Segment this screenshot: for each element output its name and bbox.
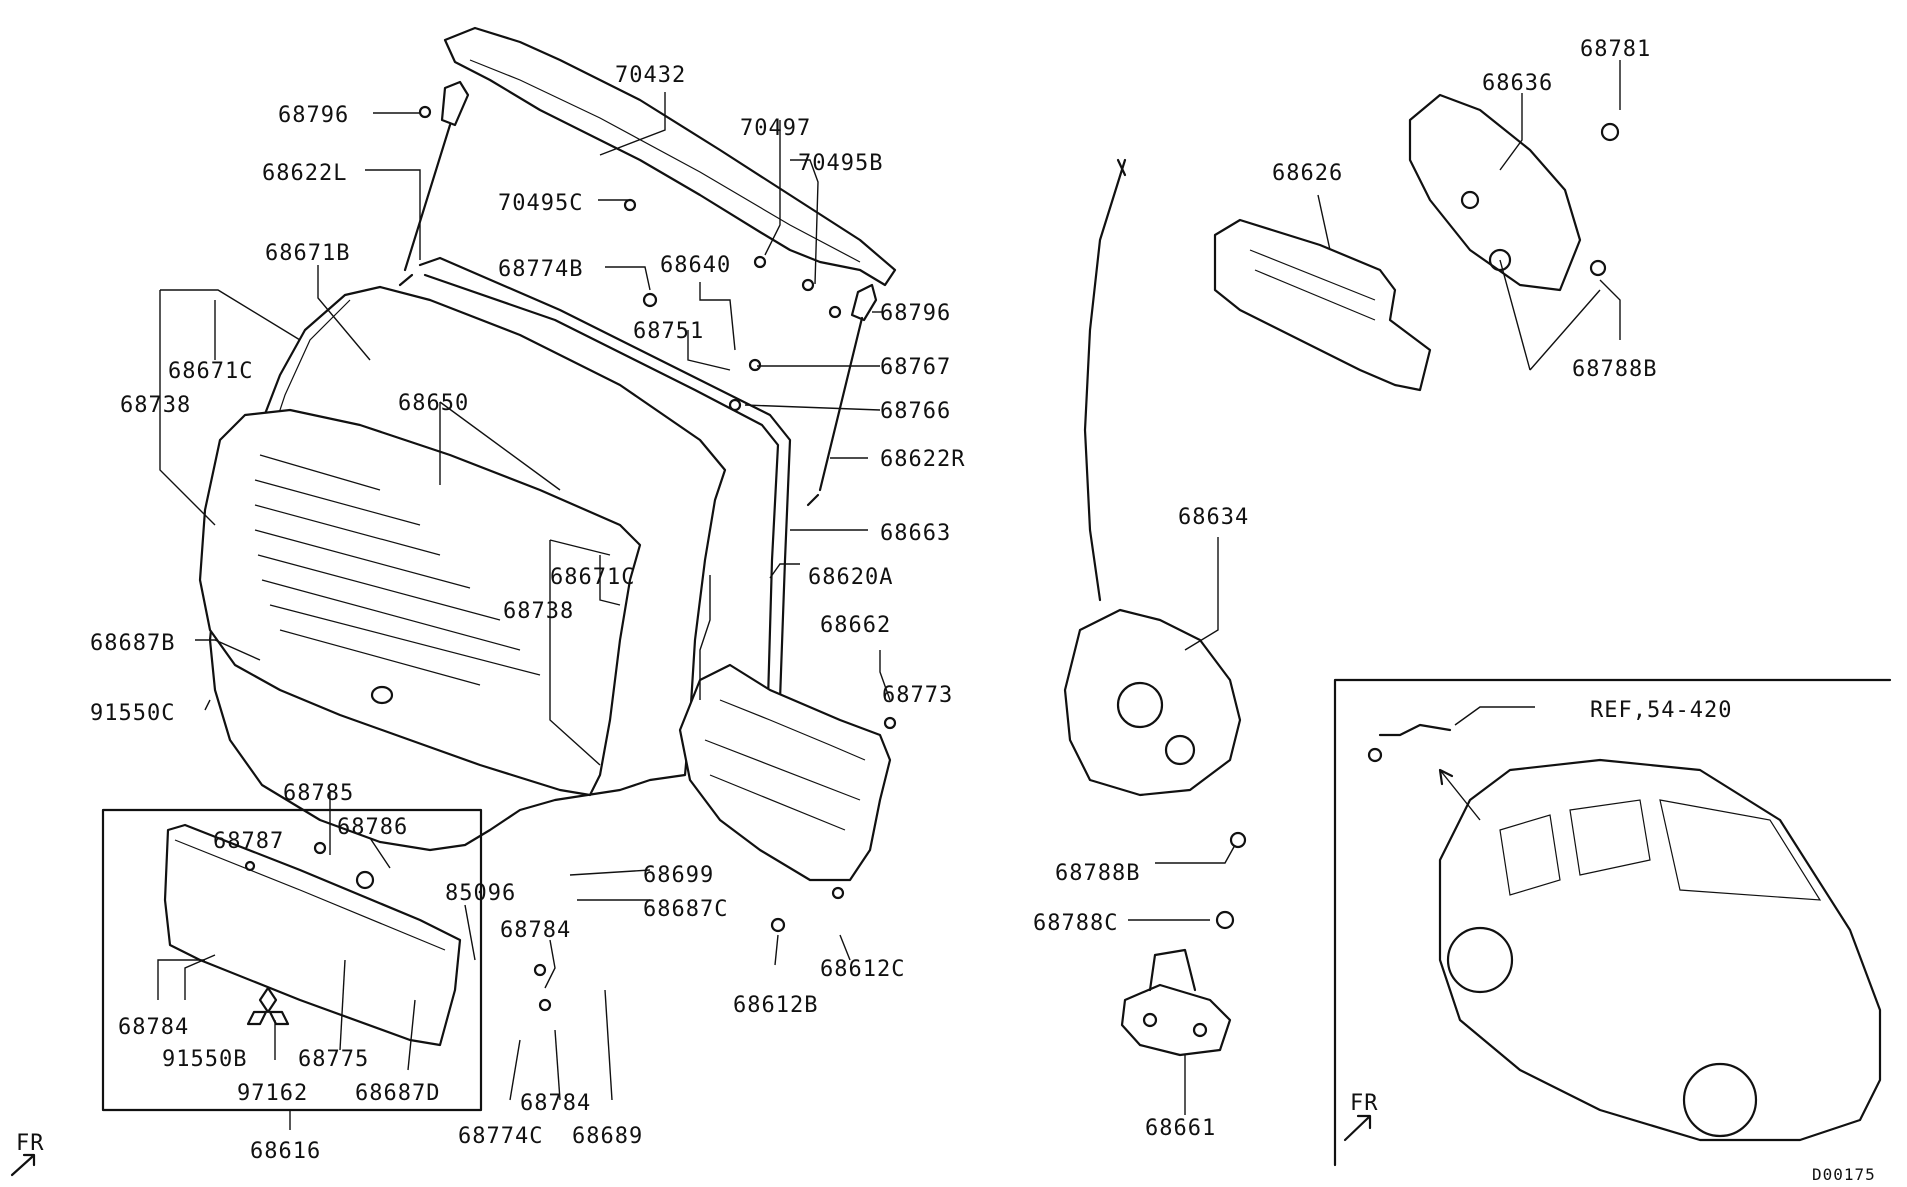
gas-stay-68622R bbox=[806, 283, 878, 507]
label-70495B: 70495B bbox=[798, 151, 883, 176]
label-68781: 68781 bbox=[1580, 37, 1651, 62]
label-68626: 68626 bbox=[1272, 161, 1343, 186]
label-68622R: 68622R bbox=[880, 447, 965, 472]
handle-68626 bbox=[1213, 218, 1432, 392]
label-68687C: 68687C bbox=[643, 897, 728, 922]
label-68767: 68767 bbox=[880, 355, 951, 380]
fr-arrow-right bbox=[1343, 1114, 1372, 1142]
label-68796-upper: 68796 bbox=[278, 103, 349, 128]
label-68775: 68775 bbox=[298, 1047, 369, 1072]
label-68640: 68640 bbox=[660, 253, 731, 278]
fr-arrow-left bbox=[10, 1153, 36, 1177]
label-70497: 70497 bbox=[740, 116, 811, 141]
fr-label-inset: FR bbox=[1350, 1091, 1379, 1116]
fr-label-left: FR bbox=[16, 1131, 45, 1156]
label-68661: 68661 bbox=[1145, 1116, 1216, 1141]
garnish-68687D bbox=[163, 823, 462, 1047]
label-68787: 68787 bbox=[213, 829, 284, 854]
label-reference: REF,54-420 bbox=[1590, 698, 1732, 723]
label-68689: 68689 bbox=[572, 1124, 643, 1149]
label-68699: 68699 bbox=[643, 863, 714, 888]
label-68788B-lower: 68788B bbox=[1055, 861, 1140, 886]
label-68663: 68663 bbox=[880, 521, 951, 546]
rear-glass-68620A bbox=[198, 408, 642, 797]
label-68650: 68650 bbox=[398, 391, 469, 416]
label-91550C: 91550C bbox=[90, 701, 175, 726]
leader-lines bbox=[157, 60, 1621, 1130]
label-68788C: 68788C bbox=[1033, 911, 1118, 936]
label-68774B: 68774B bbox=[498, 257, 583, 282]
label-68687B: 68687B bbox=[90, 631, 175, 656]
label-68786: 68786 bbox=[337, 815, 408, 840]
vehicle-inset bbox=[1333, 678, 1892, 1167]
striker-68661 bbox=[1120, 948, 1232, 1057]
trim-panel-68662 bbox=[678, 663, 892, 882]
label-68766: 68766 bbox=[880, 399, 951, 424]
label-68616: 68616 bbox=[250, 1139, 321, 1164]
diagram-code: D00175 bbox=[1812, 1165, 1876, 1184]
gas-stay-68622L bbox=[398, 80, 470, 287]
weatherstrip-68663 bbox=[418, 256, 792, 717]
label-91550B: 91550B bbox=[162, 1047, 247, 1072]
label-68671C-center: 68671C bbox=[550, 565, 635, 590]
bracket-68636 bbox=[1408, 93, 1582, 292]
label-68784-left: 68784 bbox=[118, 1015, 189, 1040]
emblem-97162 bbox=[246, 986, 290, 1026]
label-70495C: 70495C bbox=[498, 191, 583, 216]
label-85096: 85096 bbox=[445, 881, 516, 906]
label-68738-left: 68738 bbox=[120, 393, 191, 418]
label-68774C: 68774C bbox=[458, 1124, 543, 1149]
label-68773: 68773 bbox=[882, 683, 953, 708]
garnish-assembly-box bbox=[101, 808, 483, 1112]
spoiler-70432 bbox=[443, 26, 897, 287]
label-97162: 97162 bbox=[237, 1081, 308, 1106]
label-68662: 68662 bbox=[820, 613, 891, 638]
label-68751: 68751 bbox=[633, 319, 704, 344]
label-68796-right: 68796 bbox=[880, 301, 951, 326]
label-68784-lower: 68784 bbox=[520, 1091, 591, 1116]
tailgate-lock-68634 bbox=[1063, 158, 1242, 797]
label-68612C: 68612C bbox=[820, 957, 905, 982]
label-68634: 68634 bbox=[1178, 505, 1249, 530]
fasteners bbox=[244, 105, 1620, 1012]
part-labels: 70432 68796 70497 68622L 70495B 70495C 6… bbox=[16, 37, 1876, 1184]
label-68738-center: 68738 bbox=[503, 599, 574, 624]
label-68636: 68636 bbox=[1482, 71, 1553, 96]
label-68671C-left: 68671C bbox=[168, 359, 253, 384]
label-68785: 68785 bbox=[283, 781, 354, 806]
label-68784-upper: 68784 bbox=[500, 918, 571, 943]
label-68612B: 68612B bbox=[733, 993, 818, 1018]
label-68687D: 68687D bbox=[355, 1081, 440, 1106]
label-68620A: 68620A bbox=[808, 565, 893, 590]
label-68671B: 68671B bbox=[265, 241, 350, 266]
label-70432: 70432 bbox=[615, 63, 686, 88]
label-68622L: 68622L bbox=[262, 161, 347, 186]
label-68788B-upper: 68788B bbox=[1572, 357, 1657, 382]
